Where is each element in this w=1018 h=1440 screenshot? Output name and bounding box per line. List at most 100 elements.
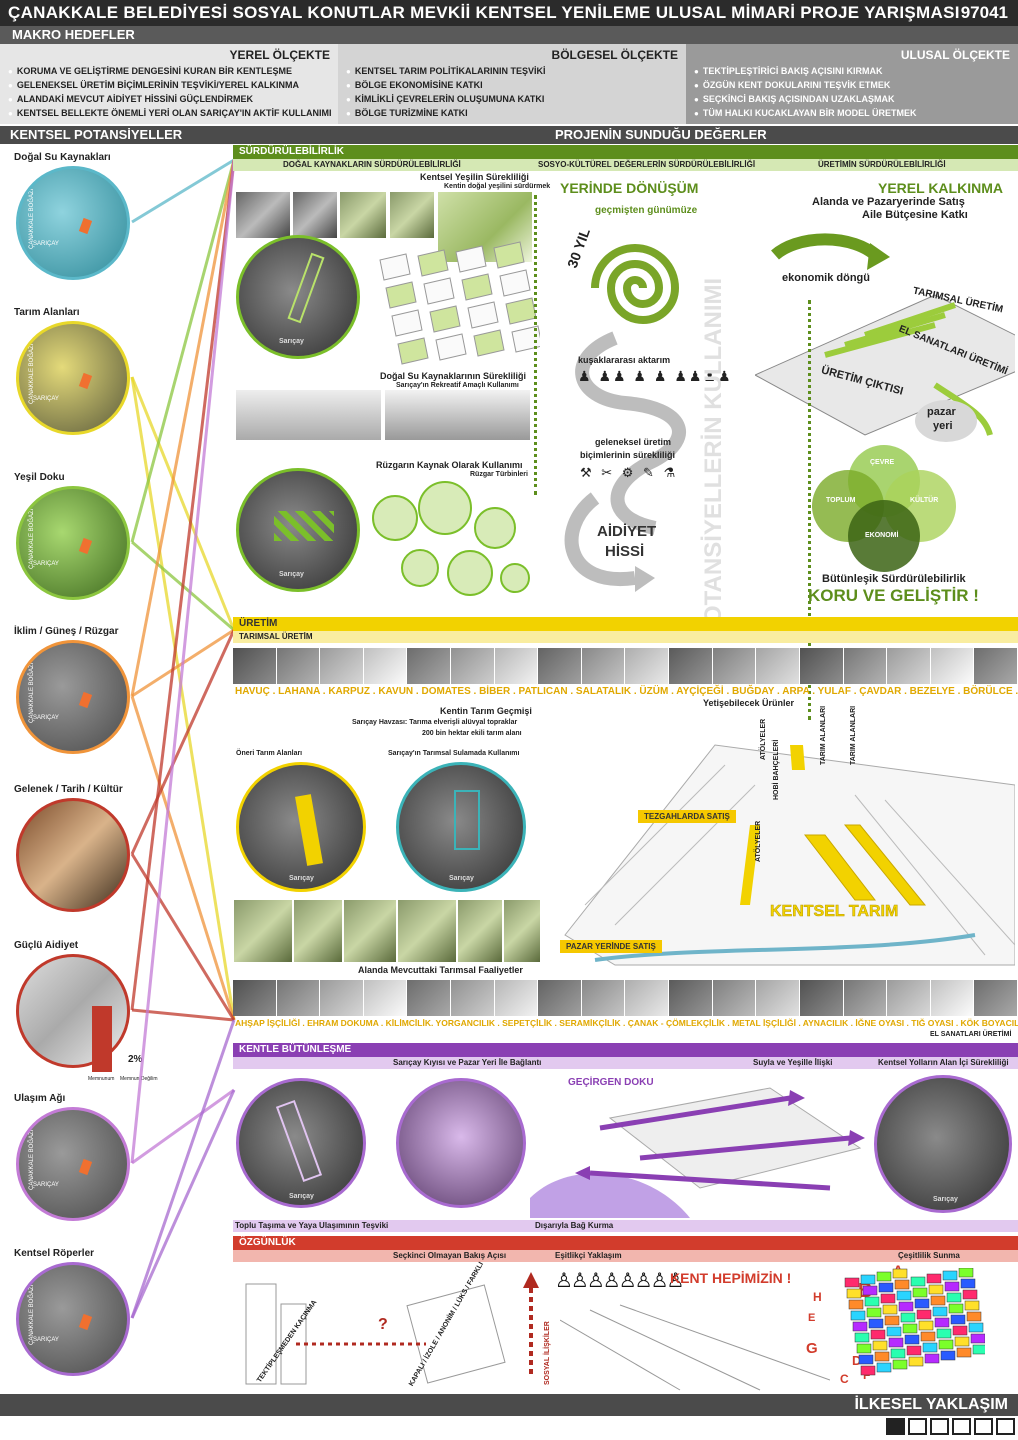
color-block [868, 1318, 884, 1329]
originality-sub-bar: Seçkinci Olmayan Bakış Açısı Eşitlikçi Y… [233, 1250, 1018, 1262]
market-bubble: pazar yeri [915, 400, 977, 442]
eco-cycle-diagram [755, 233, 1015, 436]
strip-photo [320, 648, 364, 684]
connection-line [130, 376, 236, 1021]
equality-sketch [560, 1304, 830, 1391]
diversity-letter: E [808, 1312, 816, 1324]
strip-photo [887, 980, 931, 1016]
integration-c1: Sarıçay Kıyısı ve Pazar Yeri İle Bağlant… [393, 1058, 542, 1067]
map-label-saricay-5: Sarıçay [289, 1193, 314, 1200]
green-block [379, 253, 411, 281]
potential-map-circle [16, 798, 130, 912]
strip-photo [363, 980, 408, 1016]
connection-line [130, 853, 236, 1021]
satisfaction-label: Memnun Değilim [120, 1076, 158, 1082]
market-label-1: pazar [927, 406, 956, 418]
map-label-saricay-4: Sarıçay [449, 875, 474, 882]
local-dev-sub-1: Alanda ve Pazaryerinde Satış [812, 196, 965, 208]
board-index [886, 1418, 1015, 1435]
satisfaction-bar [92, 1006, 112, 1072]
strip-photo [494, 980, 539, 1016]
map-label-saricay: Sarıçay [279, 338, 304, 345]
potential-label: Kentsel Röperler [14, 1248, 95, 1259]
map-label-saricay: SARIÇAY [33, 241, 59, 247]
color-block [846, 1288, 862, 1299]
color-block [898, 1301, 914, 1312]
diversity-letter: H [813, 1290, 822, 1304]
color-block [932, 1306, 948, 1317]
connection-line [131, 1088, 235, 1165]
integration-b2: Dışarıyla Bağ Kurma [535, 1221, 614, 1230]
color-block [870, 1329, 886, 1340]
water-sketch-2 [385, 390, 530, 440]
color-block [936, 1328, 952, 1339]
local-dev-sub-2: Aile Bütçesine Katkı [862, 209, 968, 221]
color-block [912, 1287, 928, 1298]
strip-photo [712, 648, 757, 684]
satisfaction-pct: 2% [128, 1054, 143, 1065]
map-label-saricay-2: Sarıçay [279, 571, 304, 578]
protect-label: KORU VE GELİŞTİR ! [808, 586, 979, 605]
footer-title: İLKESEL YAKLAŞIM [854, 1396, 1008, 1413]
potential-label: Yeşil Doku [14, 472, 65, 483]
turbine-circle [401, 549, 439, 587]
potential-label: Ulaşım Ağı [14, 1093, 66, 1104]
regional-item: BÖLGE EKONOMİSİNE KATKI [346, 80, 678, 90]
color-block [860, 1274, 876, 1285]
integration-c2: Suyla ve Yeşille İlişki [753, 1058, 833, 1067]
strip-photo [233, 648, 277, 684]
color-block [930, 1295, 946, 1306]
color-block [940, 1350, 956, 1361]
integration-c3: Kentsel Yolların Alan İçi Sürekliliği [878, 1058, 1009, 1067]
map-label-saricay-6: Sarıçay [933, 1196, 958, 1203]
venn-label-env: ÇEVRE [870, 459, 895, 466]
proposed-label: Öneri Tarım Alanları [236, 750, 303, 757]
connection-line [130, 376, 236, 631]
local-dev-title: YEREL KALKINMA [878, 180, 1003, 196]
belong-label-2: HİSSİ [605, 543, 645, 560]
color-block [956, 1347, 972, 1358]
green-photo-3 [340, 192, 386, 238]
tag-workshops-2: ATÖLYELER [755, 820, 762, 862]
color-block [858, 1354, 874, 1365]
turbine-circle [500, 563, 530, 593]
porous-title: GEÇİRGEN DOKU [568, 1077, 654, 1088]
color-block [942, 1270, 958, 1281]
connection-line [131, 158, 235, 224]
venn-label-eco: EKONOMİ [865, 532, 899, 539]
green-block [417, 249, 449, 277]
color-block [890, 1348, 906, 1359]
color-block [876, 1362, 892, 1373]
wind-map-circle: Sarıçay [236, 468, 360, 592]
people-icons: ♟ ♟♟ ♟ ♟ ♟♟♟♟ [578, 368, 733, 384]
strip-photo [538, 648, 582, 684]
field-photo-2 [294, 900, 342, 962]
strip-photo [233, 980, 277, 1016]
porous-fabric-sketch [530, 1087, 865, 1218]
craft-list: AHŞAP İŞÇİLİĞİ . EHRAM DOKUMA . KİLİMCİL… [235, 1018, 1018, 1028]
color-block [910, 1276, 926, 1287]
integration-map-1: Sarıçay [236, 1078, 366, 1208]
green-block [493, 241, 525, 269]
green-blocks-sketch [379, 241, 540, 365]
connection-line [130, 1019, 236, 1319]
color-block [916, 1309, 932, 1320]
craft-icons: ⚒ ✂ ⚙ ✎ ⚗ [580, 465, 679, 480]
connection-line [130, 159, 236, 543]
color-block [938, 1339, 954, 1350]
tag-agri-areas-1: TARIM ALANLARI [820, 705, 827, 765]
growable-label: Yetişebilecek Ürünler [703, 698, 795, 708]
current-activity-label: Alanda Mevcuttaki Tarımsal Faaliyetler [358, 965, 523, 975]
market-label-2: yeri [933, 420, 953, 432]
green-photo-1 [236, 192, 290, 238]
color-block [970, 1333, 985, 1344]
color-block [866, 1307, 882, 1318]
connection-line [130, 159, 236, 1011]
wind-subcaption: Rüzgar Türbinleri [470, 471, 528, 478]
connection-lines [130, 158, 236, 1319]
originality-bar: ÖZGÜNLÜK [233, 1236, 1018, 1250]
history-title: Kentin Tarım Geçmişi [440, 706, 532, 716]
color-block [902, 1323, 918, 1334]
field-photo-1 [234, 900, 292, 962]
